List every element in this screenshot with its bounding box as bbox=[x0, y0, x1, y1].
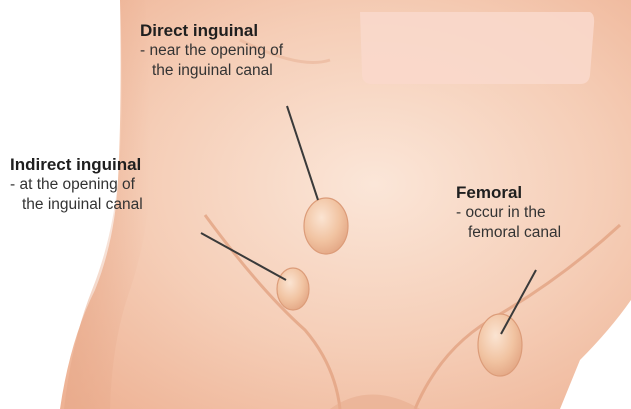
indirect-inguinal-bulge bbox=[277, 268, 309, 310]
femoral-desc-2: femoral canal bbox=[456, 223, 626, 242]
indirect-inguinal-title: Indirect inguinal bbox=[10, 154, 210, 175]
indirect-inguinal-desc-1: - at the opening of bbox=[10, 175, 210, 194]
waistband bbox=[360, 12, 594, 84]
femoral-bulge bbox=[478, 314, 522, 376]
direct-inguinal-label: Direct inguinal - near the opening of th… bbox=[140, 20, 360, 80]
direct-inguinal-desc-2: the inguinal canal bbox=[140, 61, 360, 80]
direct-inguinal-bulge bbox=[304, 198, 348, 254]
direct-inguinal-desc-1: - near the opening of bbox=[140, 41, 360, 60]
indirect-inguinal-desc-2: the inguinal canal bbox=[10, 195, 210, 214]
femoral-label: Femoral - occur in the femoral canal bbox=[456, 182, 626, 242]
femoral-desc-1: - occur in the bbox=[456, 203, 626, 222]
indirect-inguinal-label: Indirect inguinal - at the opening of th… bbox=[10, 154, 210, 214]
direct-inguinal-title: Direct inguinal bbox=[140, 20, 360, 41]
femoral-title: Femoral bbox=[456, 182, 626, 203]
